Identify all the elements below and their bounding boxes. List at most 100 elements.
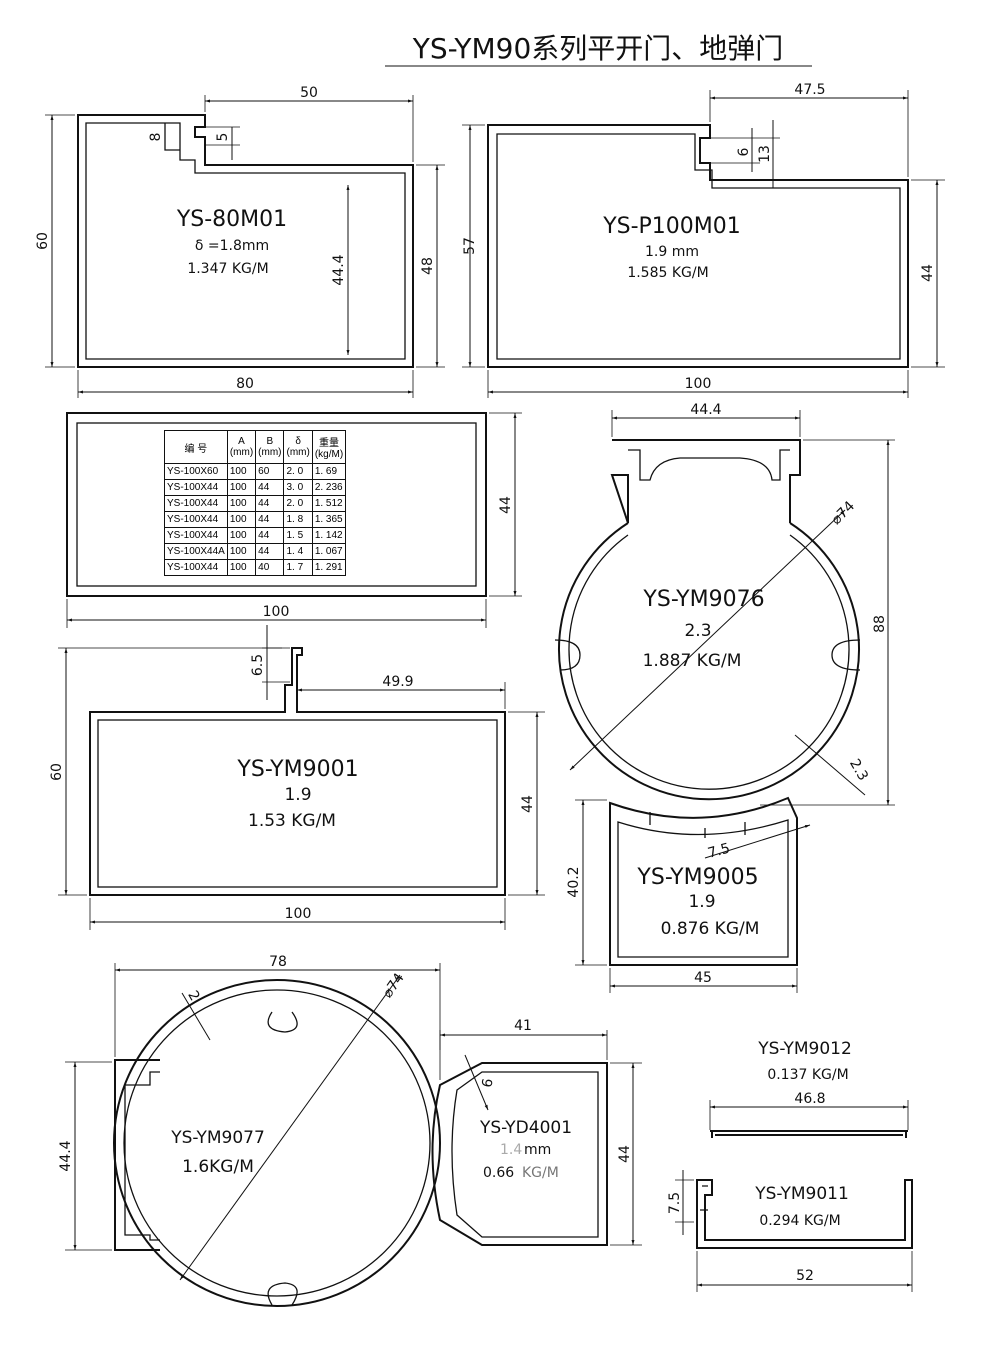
dim-label: 44.4	[58, 1140, 74, 1171]
table-cell: 1. 365	[311, 511, 347, 528]
header-code: 编 号	[164, 430, 228, 464]
page-title: YS-YM90系列平开门、地弹门	[412, 32, 784, 65]
table-cell: 60	[255, 463, 285, 480]
profile-name: YS-80M01	[176, 207, 287, 232]
profile-thickness: 1.9	[688, 892, 715, 912]
header-unit: (mm)	[229, 447, 254, 458]
table-cell: 1. 5	[283, 527, 313, 544]
dim-label: 60	[49, 763, 65, 781]
table-cell: 100	[226, 463, 257, 480]
profile-weight: 0.66	[483, 1165, 514, 1181]
dim-label: 6.5	[250, 654, 266, 676]
dim-label: 49.9	[382, 674, 413, 690]
table-cell: YS-100X44	[164, 511, 228, 528]
table-cell: 100	[226, 479, 257, 496]
dim-label: 88	[872, 615, 888, 633]
table-cell: YS-100X44	[164, 559, 228, 576]
profile-weight: 1.585 KG/M	[627, 265, 708, 281]
header-unit: (mm)	[286, 447, 310, 458]
profile-ys-100x44: 44 100	[66, 412, 522, 628]
dim-label: 44.4	[690, 402, 721, 418]
table-cell: 100	[226, 511, 257, 528]
dim-label: 8	[148, 133, 164, 142]
table-cell: 1. 512	[311, 495, 347, 512]
dim-label: 13	[757, 145, 773, 163]
table-cell: 2. 0	[283, 495, 313, 512]
header-b: B(mm)	[255, 430, 285, 464]
table-cell: 3. 0	[283, 479, 313, 496]
profile-weight: 1.887 KG/M	[643, 651, 742, 671]
dim-label: 44	[498, 496, 514, 514]
dim-label: 7.5	[667, 1192, 683, 1214]
profile-ys-80m01: 50 60 8 5 44.4 48 80 YS-80M01 δ =1.8mm 1…	[35, 85, 445, 398]
dim-label: 100	[285, 906, 312, 922]
dim-label: 100	[685, 376, 712, 392]
dim-label: 78	[269, 954, 287, 970]
dim-label: 6	[736, 147, 752, 156]
dim-label: 50	[300, 85, 318, 101]
table-cell: 1. 8	[283, 511, 313, 528]
dim-label: 44.4	[331, 254, 347, 285]
profile-name: YS-YD4001	[479, 1118, 572, 1138]
profile-weight: 1.6KG/M	[182, 1157, 254, 1177]
dim-label: 45	[694, 970, 712, 986]
profile-name: YS-P100M01	[602, 214, 741, 239]
table-cell: 44	[255, 543, 285, 560]
profile-name: YS-YM9076	[642, 587, 764, 612]
profile-weight: 1.347 KG/M	[187, 261, 268, 277]
profile-ys-ym9012: YS-YM9012 0.137 KG/M 46.8	[709, 1039, 909, 1138]
header-label: 编 号	[184, 443, 208, 455]
profile-ys-ym9005: 40.2 7.5 45 YS-YM9005 1.9 0.876 KG/M	[566, 796, 811, 993]
header-unit: (kg/M)	[314, 449, 344, 460]
dim-label: 2.3	[846, 756, 871, 783]
profile-thickness: δ =1.8mm	[195, 238, 269, 254]
dim-label: 48	[420, 257, 436, 275]
profile-thickness: 1.9	[284, 785, 311, 805]
dim-label: 41	[514, 1018, 532, 1034]
dim-label: 9	[477, 1077, 494, 1089]
dim-label: 5	[215, 133, 231, 142]
profile-name: YS-YM9077	[170, 1128, 265, 1148]
profile-thickness: 1.4	[500, 1142, 522, 1158]
dim-label: 40.2	[566, 866, 582, 897]
table-cell: 1. 067	[311, 543, 347, 560]
dim-label: 57	[462, 237, 478, 255]
table-cell: YS-100X44	[164, 479, 228, 496]
table-cell: 100	[226, 543, 257, 560]
table-header-row: 编 号 A(mm) B(mm) δ(mm) 重量(kg/M)	[164, 430, 347, 464]
header-a: A(mm)	[226, 430, 257, 464]
header-label: δ	[295, 436, 301, 447]
table-cell: 1. 69	[311, 463, 347, 480]
table-cell: 2. 236	[311, 479, 347, 496]
dim-label: 100	[263, 604, 290, 620]
dim-label: 80	[236, 376, 254, 392]
profile-ys-yd4001: 41 9 44 YS-YD4001 1.4 mm 0.66 KG/M	[431, 1018, 642, 1246]
table-cell: 1. 7	[283, 559, 313, 576]
header-weight: 重量(kg/M)	[311, 430, 347, 464]
dim-label: 7.5	[706, 841, 732, 862]
profile-weight: 0.137 KG/M	[767, 1067, 848, 1083]
header-label: 重量	[318, 438, 339, 449]
header-label: A	[238, 436, 245, 447]
table-cell: 44	[255, 511, 285, 528]
table-cell: 1. 142	[311, 527, 347, 544]
profile-thickness: 1.9 mm	[645, 244, 699, 260]
table-cell: 1. 4	[283, 543, 313, 560]
dim-label: 44	[920, 264, 936, 282]
profile-ys-p100m01: 47.5 6 13 57 44 100 YS-P100M01 1.9 mm 1.…	[462, 82, 945, 398]
profile-name: YS-YM9011	[754, 1184, 849, 1204]
profile-ys-ym9077: 78 2 ⌀74 44.4 YS-YM9077 1.6KG/M	[58, 954, 441, 1307]
table-cell: 44	[255, 527, 285, 544]
dim-label: 52	[796, 1268, 814, 1284]
profile-weight: 1.53 KG/M	[248, 811, 336, 831]
profile-ys-ym9076: 44.4 ⌀74 88 2.3 YS-YM9076 2.3 1.887 KG/M	[554, 402, 895, 806]
profile-name: YS-YM9005	[636, 865, 758, 890]
profile-name: YS-YM9001	[236, 757, 358, 782]
table-cell: 40	[255, 559, 285, 576]
